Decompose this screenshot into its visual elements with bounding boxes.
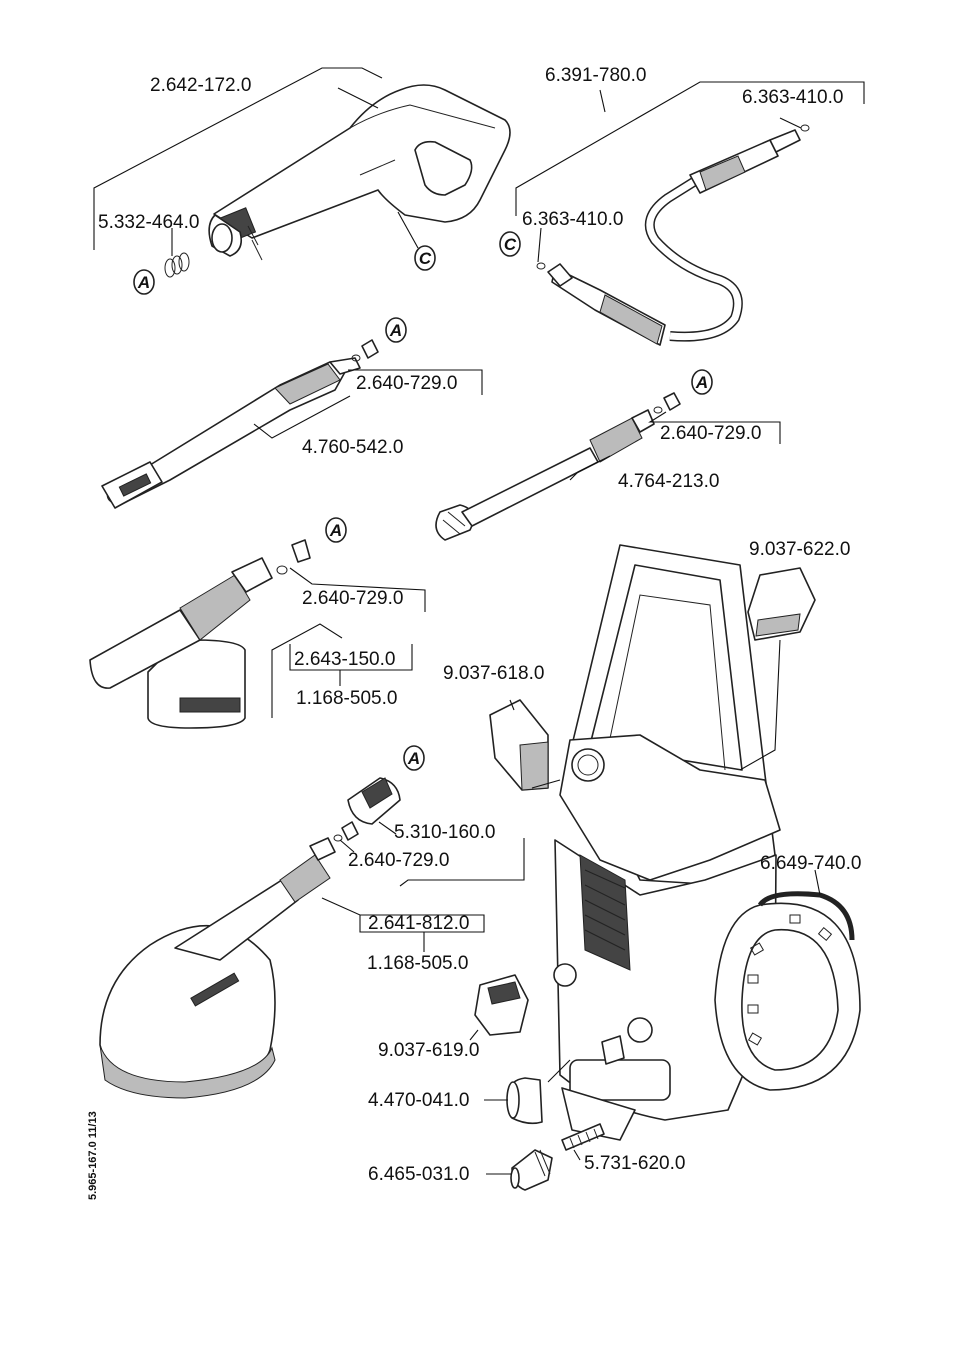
marker-a-brush: A <box>403 745 425 771</box>
part-labels: 2.642-172.0 5.332-464.0 6.391-780.0 6.36… <box>98 65 861 1185</box>
dirt-blaster-lance-drawing <box>435 392 681 541</box>
label-gun-spring: 5.332-464.0 <box>98 212 199 233</box>
svg-text:C: C <box>504 235 517 254</box>
marker-c-hose: C <box>499 231 521 257</box>
spray-gun-drawing <box>208 84 511 261</box>
label-hose-reel: 6.649-740.0 <box>760 853 861 874</box>
label-foam-nozzle: 2.643-150.0 <box>294 649 395 670</box>
pressure-washer-unit-drawing <box>553 544 861 1141</box>
coupling-drawing <box>506 1035 625 1125</box>
high-pressure-hose-drawing <box>536 124 810 346</box>
marker-a-gun: A <box>133 269 155 295</box>
marker-a-lance2: A <box>691 369 713 395</box>
gun-spring-drawing <box>164 252 190 278</box>
label-gun: 2.642-172.0 <box>150 75 251 96</box>
label-filter: 5.731-620.0 <box>584 1153 685 1174</box>
label-hose-oring-left: 6.363-410.0 <box>522 209 623 230</box>
marker-a-lance1: A <box>385 317 407 343</box>
label-holder-low: 9.037-619.0 <box>378 1040 479 1061</box>
leader-lines <box>93 67 865 1175</box>
document-code: 5.965-167.0 11/13 <box>87 1111 99 1200</box>
label-adapter: 6.465-031.0 <box>368 1164 469 1185</box>
label-foam-code: 1.168-505.0 <box>296 688 397 709</box>
label-lance1: 4.760-542.0 <box>302 437 403 458</box>
label-lance2-oring: 2.640-729.0 <box>660 423 761 444</box>
label-holder-top: 9.037-622.0 <box>749 539 850 560</box>
label-lance2: 4.764-213.0 <box>618 471 719 492</box>
label-holder-left: 9.037-618.0 <box>443 663 544 684</box>
label-brush-cap: 5.310-160.0 <box>394 822 495 843</box>
filter-drawing <box>561 1123 605 1151</box>
svg-text:A: A <box>407 749 420 768</box>
foam-nozzle-drawing <box>89 539 311 729</box>
label-brush-oring: 2.640-729.0 <box>348 850 449 871</box>
svg-text:A: A <box>329 521 342 540</box>
svg-text:C: C <box>419 249 432 268</box>
wash-brush-drawing <box>99 821 359 1099</box>
svg-text:A: A <box>695 373 708 392</box>
holder-low-drawing <box>474 974 529 1036</box>
label-hose: 6.391-780.0 <box>545 65 646 86</box>
svg-text:A: A <box>389 321 402 340</box>
adapter-drawing <box>510 1149 553 1191</box>
label-coupling: 4.470-041.0 <box>368 1090 469 1111</box>
holder-left-drawing <box>489 699 549 791</box>
label-brush: 2.641-812.0 <box>368 913 469 934</box>
label-brush-code: 1.168-505.0 <box>367 953 468 974</box>
label-hose-oring-top: 6.363-410.0 <box>742 87 843 108</box>
marker-c-gun: C <box>414 245 436 271</box>
spray-lance-vario-drawing <box>101 339 379 509</box>
reference-markers: A C C A A A A <box>133 231 713 771</box>
holder-top-drawing <box>747 567 816 641</box>
label-lance1-oring: 2.640-729.0 <box>356 373 457 394</box>
brush-cap-drawing <box>347 777 401 825</box>
label-foam-oring: 2.640-729.0 <box>302 588 403 609</box>
marker-a-foam: A <box>325 517 347 543</box>
svg-text:A: A <box>137 273 150 292</box>
